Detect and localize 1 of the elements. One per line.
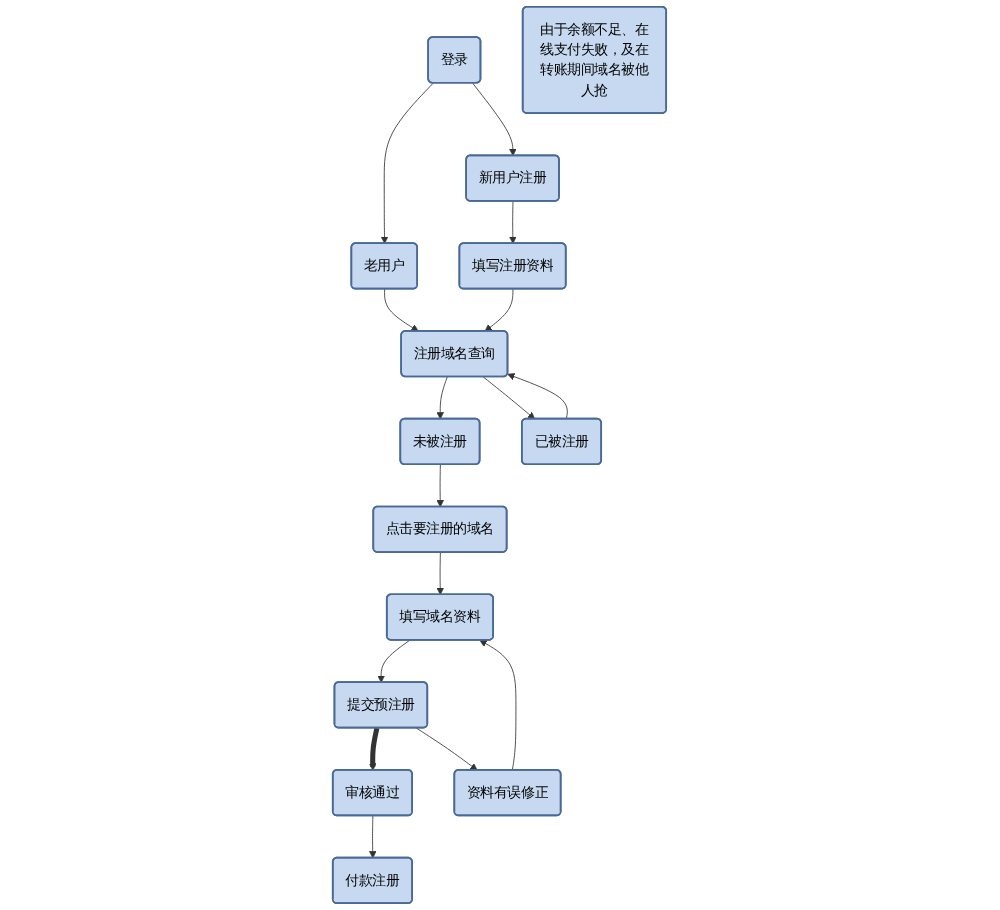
arrow xyxy=(369,727,380,771)
